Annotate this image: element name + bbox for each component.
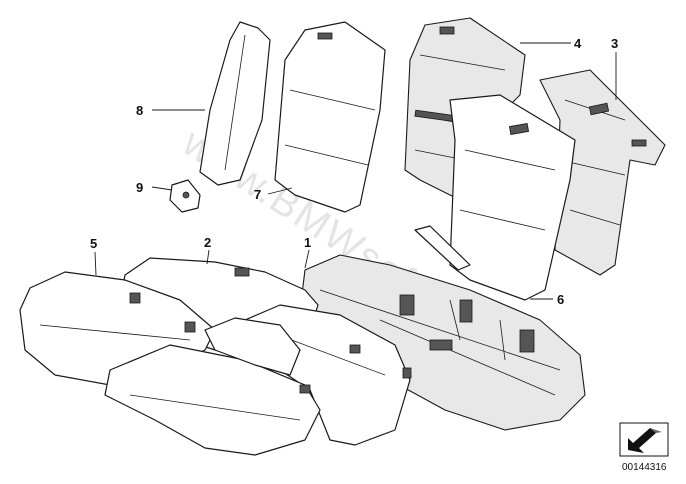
part-9-latch-cover[interactable] bbox=[169, 179, 201, 213]
leader-9 bbox=[151, 186, 173, 191]
callout-8: 8 bbox=[136, 103, 143, 118]
callout-3: 3 bbox=[611, 36, 618, 51]
callout-1: 1 bbox=[304, 235, 311, 250]
callout-6: 6 bbox=[557, 292, 564, 307]
part-6-backrest-pad[interactable] bbox=[414, 94, 576, 301]
callout-4: 4 bbox=[574, 36, 582, 51]
leader-1 bbox=[304, 249, 310, 269]
callout-5: 5 bbox=[90, 236, 97, 251]
leader-2 bbox=[206, 249, 210, 265]
document-number: 00144316 bbox=[622, 462, 667, 473]
arrow-icon bbox=[619, 422, 669, 457]
leader-lines bbox=[94, 42, 617, 300]
callout-7: 7 bbox=[254, 187, 261, 202]
callout-2: 2 bbox=[204, 235, 211, 250]
part-8-side-bolster[interactable] bbox=[199, 21, 271, 186]
part-7-backrest-cover[interactable] bbox=[274, 21, 386, 213]
callout-9: 9 bbox=[136, 180, 143, 195]
leader-7 bbox=[267, 187, 293, 195]
part-5-seat-cushion[interactable] bbox=[19, 271, 321, 456]
leader-5 bbox=[94, 251, 97, 276]
